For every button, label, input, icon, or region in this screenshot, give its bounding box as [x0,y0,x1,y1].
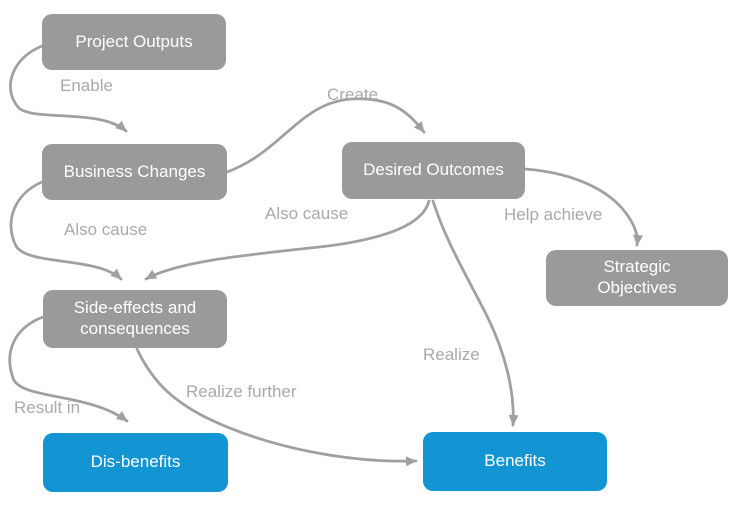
edge-label-realize: Realize [423,345,480,364]
edge-label-also-cause-right: Also cause [265,204,349,223]
edge-label-result-in: Result in [14,398,81,417]
node-business-changes-label: Business Changes [63,161,206,181]
edge-label-also-cause-left: Also cause [64,220,148,239]
edge-realize-arrow [431,199,519,427]
edge-help-achieve-arrow [523,167,644,247]
node-business-changes: Business Changes [42,144,227,200]
edge-label-enable: Enable [60,76,113,95]
node-dis-benefits-label: Dis-benefits [90,452,181,472]
node-dis-benefits: Dis-benefits [43,433,228,492]
node-strategic-objectives: Strategic Objectives [546,250,728,306]
node-desired-outcomes: Desired Outcomes [342,142,525,199]
node-project-outputs-label: Project Outputs [75,31,193,51]
edge-enable-arrow [9,44,128,133]
edge-label-realize-further: Realize further [186,382,297,401]
node-side-effects-label: Side-effects and consequences [73,298,197,338]
edge-label-help-achieve: Help achieve [504,205,603,224]
node-side-effects-and-consequences: Side-effects and consequences [43,290,227,348]
node-benefits: Benefits [423,432,607,491]
node-strategic-objectives-label: Strategic Objectives [597,257,677,297]
edge-also-cause-right-arrow [144,199,431,281]
edge-create-arrow [225,97,426,174]
node-desired-outcomes-label: Desired Outcomes [363,160,504,180]
edge-result-in-arrow [8,315,129,423]
edge-label-create: Create [327,85,379,104]
node-benefits-label: Benefits [484,451,546,471]
edge-realize-further-arrow [135,347,418,467]
node-project-outputs: Project Outputs [42,14,226,70]
edge-also-cause-left-arrow [9,180,123,281]
